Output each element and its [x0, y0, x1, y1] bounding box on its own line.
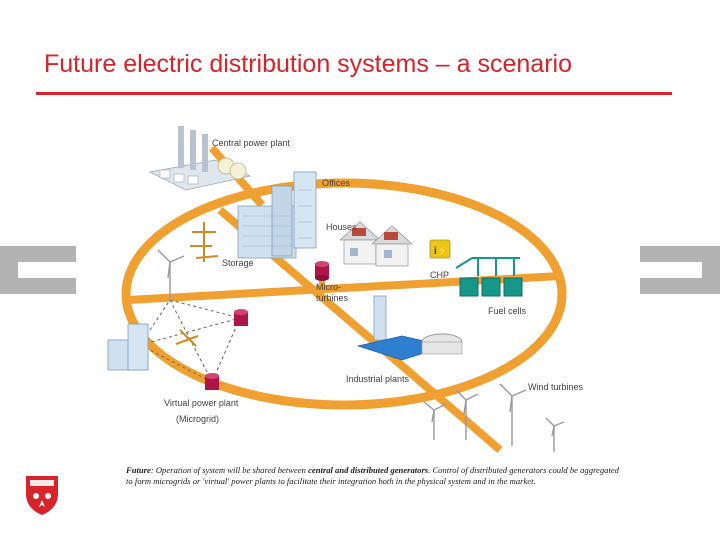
houses-icon: [339, 221, 413, 267]
caption-lead: Future: [126, 465, 151, 475]
chp-icon: i⚡: [429, 239, 451, 259]
microgrid-links: [139, 299, 241, 383]
industrial-plants-icon: [356, 295, 463, 361]
microgrid-building-icon: [107, 323, 149, 371]
microgrid-label: (Microgrid): [176, 414, 219, 424]
shield-crest-icon: [26, 476, 58, 515]
wind-turbines-label: Wind turbines: [528, 382, 584, 392]
microgrid-wind-turbine-icon: [157, 249, 185, 302]
houses-label: Houses: [326, 222, 357, 232]
central-power-plant-icon: [148, 126, 252, 191]
micro-turbines-label-1: Micro-: [316, 282, 341, 292]
microgrid-cylinder-icon-1: [234, 309, 248, 326]
microgrid-storage-icon: [175, 329, 199, 347]
central-power-plant-label: Central power plant: [212, 138, 291, 148]
slide-title: Future electric distribution systems – a…: [44, 50, 572, 78]
micro-turbine-icon: [315, 261, 329, 281]
diagram-caption: Future: Operation of system will be shar…: [126, 465, 620, 486]
left-decoration: [0, 246, 76, 294]
caption-bold-1: central and distributed generators: [308, 465, 429, 475]
fuel-cells-icon: [455, 257, 523, 297]
chp-label: CHP: [430, 270, 449, 280]
title-underline: [36, 92, 672, 95]
wind-turbines-icon: [423, 383, 565, 452]
storage-icon: [190, 222, 219, 262]
industrial-plants-label: Industrial plants: [346, 374, 410, 384]
microgrid-cylinder-icon-2: [205, 373, 219, 390]
distribution-ring: [121, 178, 567, 410]
offices-icon: [237, 171, 317, 259]
micro-turbines-label-2: turbines: [316, 293, 349, 303]
virtual-power-plant-label: Virtual power plant: [164, 398, 239, 408]
storage-label: Storage: [222, 258, 254, 268]
right-decoration: [638, 246, 720, 294]
offices-label: Offices: [322, 178, 350, 188]
caption-part-2: . Control of distributed generators coul…: [126, 465, 619, 486]
fuel-cells-label: Fuel cells: [488, 306, 527, 316]
caption-part-1: : Operation of system will be shared bet…: [150, 465, 309, 475]
svg-text:i⚡: i⚡: [434, 244, 449, 257]
